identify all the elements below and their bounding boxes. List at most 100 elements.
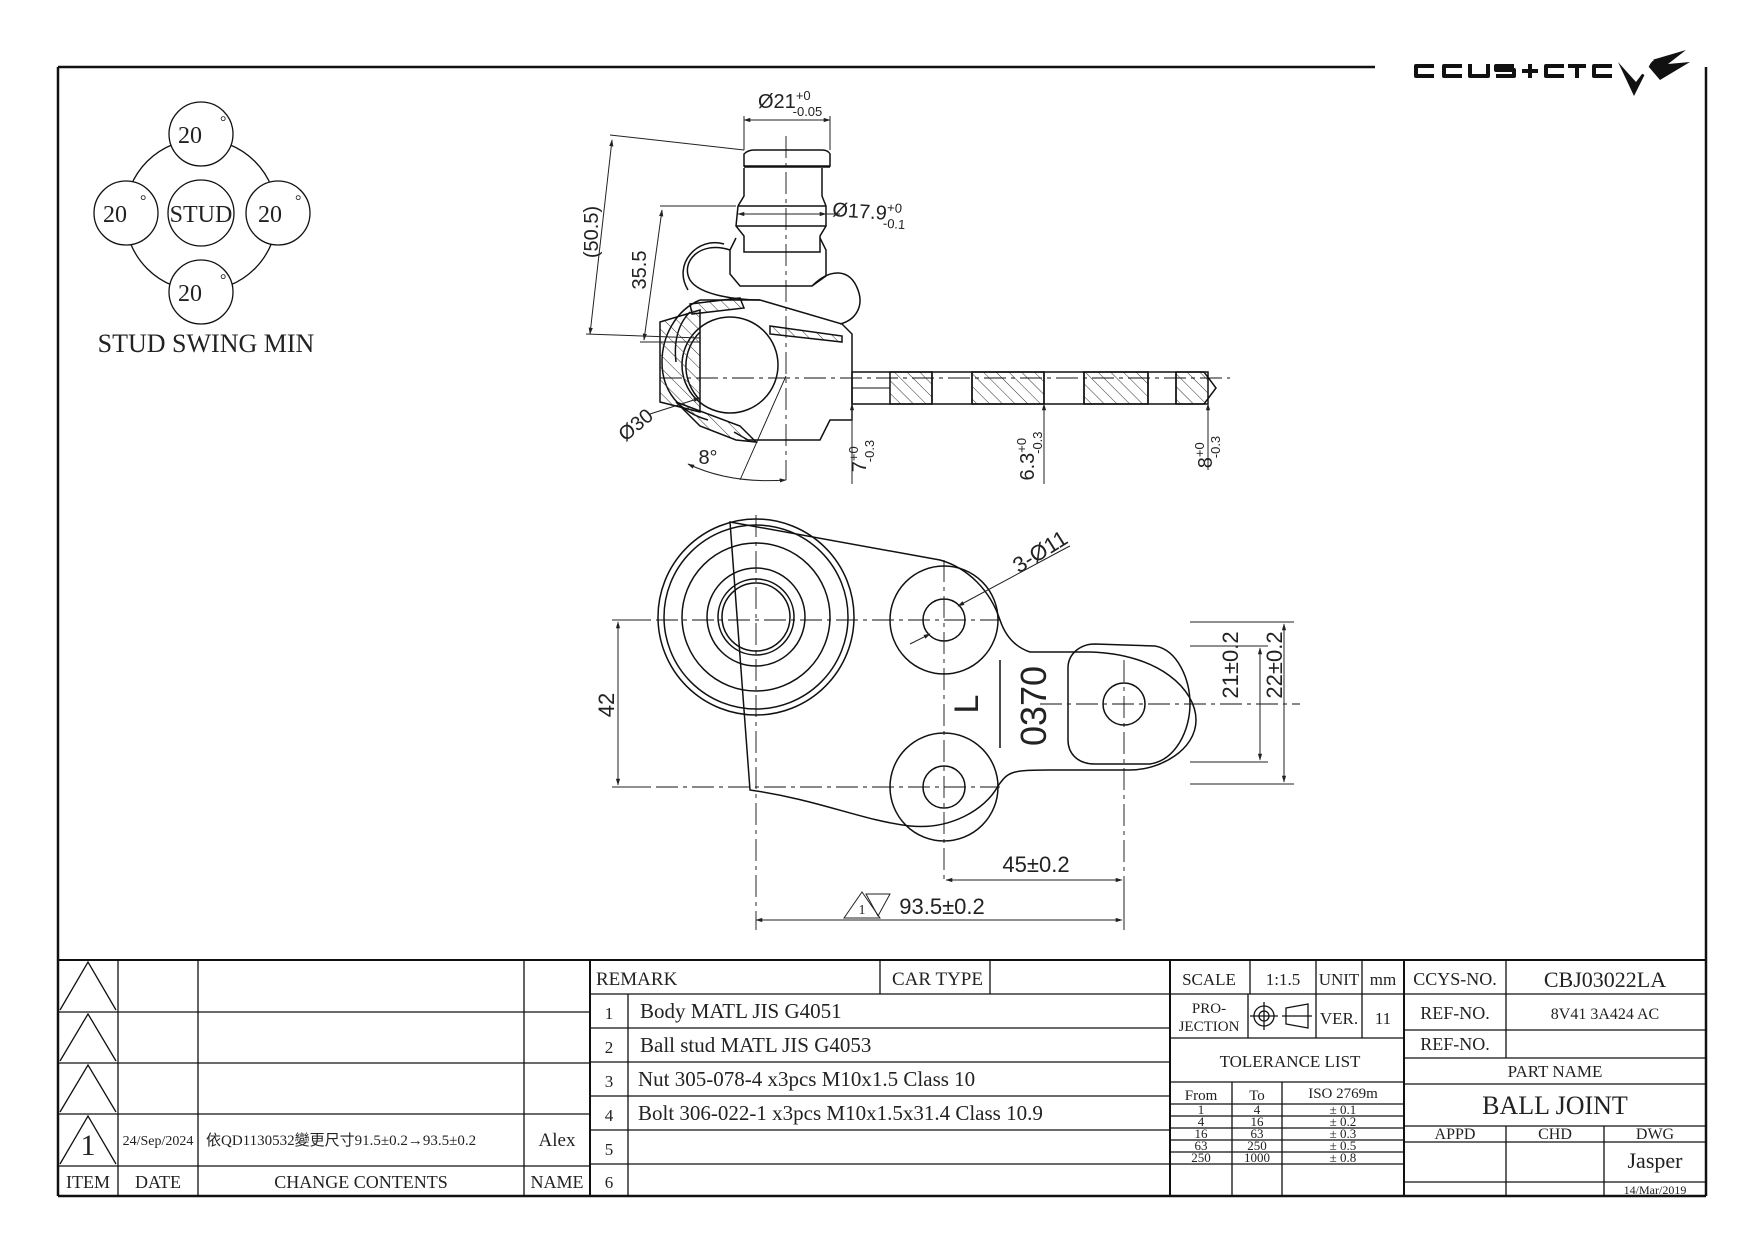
- part-name-value: BALL JOINT: [1482, 1091, 1628, 1120]
- remark-5-no: 5: [605, 1140, 614, 1159]
- dim-height-355: 35.5: [629, 251, 651, 290]
- top-view: [620, 515, 1300, 930]
- swing-top-deg: °: [220, 114, 226, 131]
- company-logo: [1414, 50, 1690, 96]
- revision-1-name: Alex: [539, 1130, 576, 1151]
- side-view: [659, 136, 1230, 481]
- tol-row-4-value: ± 0.5: [1330, 1138, 1357, 1153]
- revision-1-date: 24/Sep/2024: [123, 1134, 194, 1149]
- dim-45: 45±0.2: [1002, 852, 1069, 877]
- dim-935: 93.5±0.2: [899, 894, 984, 919]
- dim-21: 21±0.2: [1218, 631, 1243, 698]
- top-view-dimensions: [612, 545, 1294, 930]
- ver-value: 11: [1375, 1009, 1391, 1028]
- stud-swing-diagram: [93, 101, 311, 325]
- tol-row-5-value: ± 0.8: [1330, 1150, 1357, 1165]
- swing-circle-top: [168, 101, 234, 167]
- remark-4-no: 4: [605, 1106, 614, 1125]
- drawing-border: [56, 65, 1708, 1198]
- unit-label: UNIT: [1319, 970, 1360, 989]
- swing-right-deg: °: [295, 193, 301, 210]
- mark-L: L: [948, 695, 986, 714]
- tol-row-1-to: 4: [1254, 1102, 1261, 1117]
- tol-row-2-to: 16: [1251, 1114, 1265, 1129]
- remark-1-text: Body MATL JIS G4051: [640, 999, 842, 1023]
- dim-width-42: 42: [594, 693, 619, 717]
- ccys-no-value: CBJ03022LA: [1544, 967, 1666, 992]
- appd-label: APPD: [1435, 1126, 1476, 1143]
- dwg-date: 14/Mar/2019: [1624, 1183, 1687, 1197]
- revision-1-item: 1: [81, 1129, 96, 1162]
- remark-3-no: 3: [605, 1072, 614, 1091]
- dim-thickness-63: 6.3+0-0.3: [1014, 431, 1045, 480]
- remark-4-text: Bolt 306-022-1 x3pcs M10x1.5x31.4 Class …: [638, 1101, 1043, 1125]
- ref-no2-label: REF-NO.: [1420, 1034, 1490, 1054]
- tol-row-3-from: 16: [1195, 1126, 1209, 1141]
- dim-22: 22±0.2: [1262, 631, 1287, 698]
- tol-row-2-from: 4: [1198, 1114, 1205, 1129]
- chd-label: CHD: [1538, 1126, 1572, 1143]
- swing-bottom-value: 20: [178, 281, 202, 307]
- tol-row-4-to: 250: [1247, 1138, 1267, 1153]
- swing-circle-left: [93, 180, 159, 246]
- tol-from-header: From: [1185, 1088, 1218, 1104]
- tol-row-5-from: 250: [1191, 1150, 1211, 1165]
- tol-to-header: To: [1249, 1088, 1265, 1104]
- revision-flag-935: 1: [843, 891, 891, 919]
- part-name-label: PART NAME: [1508, 1062, 1603, 1081]
- dwg-by: Jasper: [1628, 1148, 1684, 1173]
- dim-overall-height: (50.5): [581, 206, 603, 258]
- tol-row-1-from: 1: [1198, 1102, 1205, 1117]
- tol-row-3-to: 63: [1251, 1126, 1264, 1141]
- revision-1-change: 依QD1130532變更尺寸91.5±0.2→93.5±0.2: [206, 1132, 476, 1149]
- tolerance-title: TOLERANCE LIST: [1220, 1052, 1361, 1071]
- remark-1-no: 1: [605, 1004, 614, 1023]
- side-view-dimensions: [585, 116, 1211, 484]
- swing-center-label: STUD: [170, 202, 233, 228]
- svg-text:1: 1: [859, 903, 866, 918]
- ccys-no-label: CCYS-NO.: [1413, 969, 1497, 989]
- ref-no-label: REF-NO.: [1420, 1003, 1490, 1023]
- remark-label: REMARK: [596, 969, 678, 990]
- dim-angle-8: 8°: [698, 447, 717, 469]
- projection-label-2: JECTION: [1179, 1019, 1240, 1035]
- header-date: DATE: [135, 1172, 181, 1192]
- ref-no-value: 8V41 3A424 AC: [1551, 1006, 1659, 1023]
- tol-iso-header: ISO 2769m: [1308, 1086, 1378, 1102]
- scale-value: 1:1.5: [1266, 970, 1300, 989]
- remark-2-no: 2: [605, 1038, 614, 1057]
- swing-circle-right: [245, 180, 311, 246]
- tol-row-2-value: ± 0.2: [1330, 1114, 1357, 1129]
- projection-label-1: PRO-: [1192, 1001, 1226, 1017]
- tol-row-3-value: ± 0.3: [1330, 1126, 1357, 1141]
- ver-label: VER.: [1320, 1009, 1358, 1028]
- swing-right-value: 20: [258, 202, 282, 228]
- dim-ball-diameter: Ø30: [615, 405, 658, 446]
- title-block-lines: [58, 959, 1706, 1196]
- header-name: NAME: [531, 1172, 584, 1192]
- dim-thickness-7: 7+0-0.3: [846, 440, 877, 472]
- remark-6-no: 6: [605, 1173, 614, 1192]
- swing-caption: STUD SWING MIN: [98, 329, 315, 358]
- dwg-label: DWG: [1636, 1126, 1675, 1143]
- dim-holes: 3-Ø11: [1008, 525, 1072, 578]
- tol-row-5-to: 1000: [1244, 1150, 1270, 1165]
- dim-stud-diameter: Ø21+0-0.05: [758, 88, 822, 119]
- dim-neck-diameter: Ø17.9+0-0.1: [831, 196, 907, 232]
- car-type-label: CAR TYPE: [892, 969, 983, 990]
- scale-label: SCALE: [1182, 970, 1236, 989]
- swing-bottom-deg: °: [220, 272, 226, 289]
- header-item: ITEM: [66, 1172, 110, 1192]
- unit-value: mm: [1370, 970, 1396, 989]
- swing-top-value: 20: [178, 123, 202, 149]
- swing-left-deg: °: [140, 193, 146, 210]
- swing-left-value: 20: [103, 202, 127, 228]
- swing-circle-center: [167, 179, 235, 247]
- remark-3-text: Nut 305-078-4 x3pcs M10x1.5 Class 10: [638, 1067, 975, 1091]
- swing-circle-bottom: [168, 259, 234, 325]
- remark-2-text: Ball stud MATL JIS G4053: [640, 1033, 871, 1057]
- tol-row-4-from: 63: [1195, 1138, 1208, 1153]
- tol-row-1-value: ± 0.1: [1330, 1102, 1357, 1117]
- dim-thickness-8: 8+0-0.3: [1192, 436, 1223, 468]
